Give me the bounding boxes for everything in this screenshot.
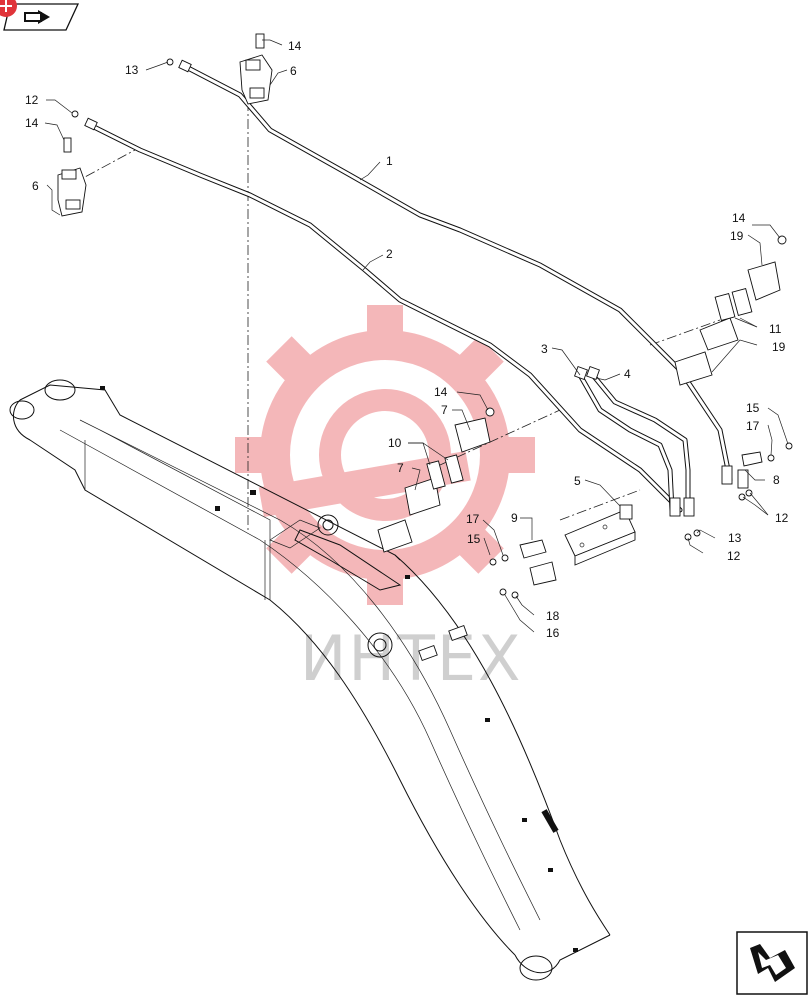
callout-15-right: 15	[746, 401, 760, 415]
callout-6-left: 6	[32, 179, 39, 193]
leader-lines	[44, 39, 789, 633]
callout-7-lower: 7	[397, 461, 404, 475]
centre-lines	[69, 65, 721, 530]
excavator-boom	[9, 379, 611, 981]
callout-14-mid: 14	[434, 385, 448, 399]
callout-labels: 1 2 3 4 5 6 6 7 7 8 9 10 11 12 12 12 13 …	[25, 39, 789, 640]
pipe-1	[185, 65, 733, 483]
clamp-bracket-6-left	[57, 137, 87, 217]
callout-9: 9	[511, 511, 518, 525]
callout-16: 16	[546, 626, 560, 640]
callout-17-left: 17	[466, 512, 480, 526]
callout-13-bottom: 13	[728, 531, 742, 545]
callout-2: 2	[386, 247, 393, 261]
pipe-2	[89, 123, 683, 513]
plus-badge-icon[interactable]	[0, 0, 17, 17]
plate-9	[519, 539, 557, 586]
page-forward-button[interactable]	[736, 931, 808, 995]
callout-3: 3	[541, 342, 548, 356]
callout-19-lower: 19	[772, 340, 786, 354]
clamp-bracket-6-top	[239, 33, 273, 105]
callout-10: 10	[388, 436, 402, 450]
watermark-text: ИНТЕХ	[300, 622, 523, 695]
callout-17-right: 17	[746, 419, 760, 433]
pipe-fittings	[84, 59, 749, 517]
callout-13-top: 13	[125, 63, 139, 77]
pipe-3	[577, 372, 675, 513]
callout-12-bottom: 12	[727, 549, 741, 563]
pipe-4	[589, 371, 691, 508]
callout-18: 18	[546, 609, 560, 623]
watermark-gear-logo	[235, 305, 535, 605]
callout-8: 8	[773, 473, 780, 487]
page-forward-icon	[750, 944, 795, 982]
book-return-icon	[24, 10, 50, 24]
callout-15-left: 15	[467, 532, 481, 546]
callout-5: 5	[574, 474, 581, 488]
callout-12-top: 12	[25, 93, 39, 107]
callout-11: 11	[769, 322, 782, 336]
callout-12-right: 12	[775, 511, 789, 525]
callout-6-top: 6	[290, 64, 297, 78]
valve-block-5	[564, 504, 636, 566]
callout-7-upper: 7	[441, 403, 448, 417]
callout-14-top: 14	[288, 39, 302, 53]
callout-19-upper: 19	[730, 229, 744, 243]
bolts-small	[71, 58, 793, 599]
callout-1: 1	[386, 154, 393, 168]
callout-14-left: 14	[25, 116, 39, 130]
callout-14-right: 14	[732, 211, 746, 225]
book-return-button[interactable]	[3, 3, 80, 31]
callout-4: 4	[624, 367, 631, 381]
clamp-bracket-19	[674, 235, 787, 386]
